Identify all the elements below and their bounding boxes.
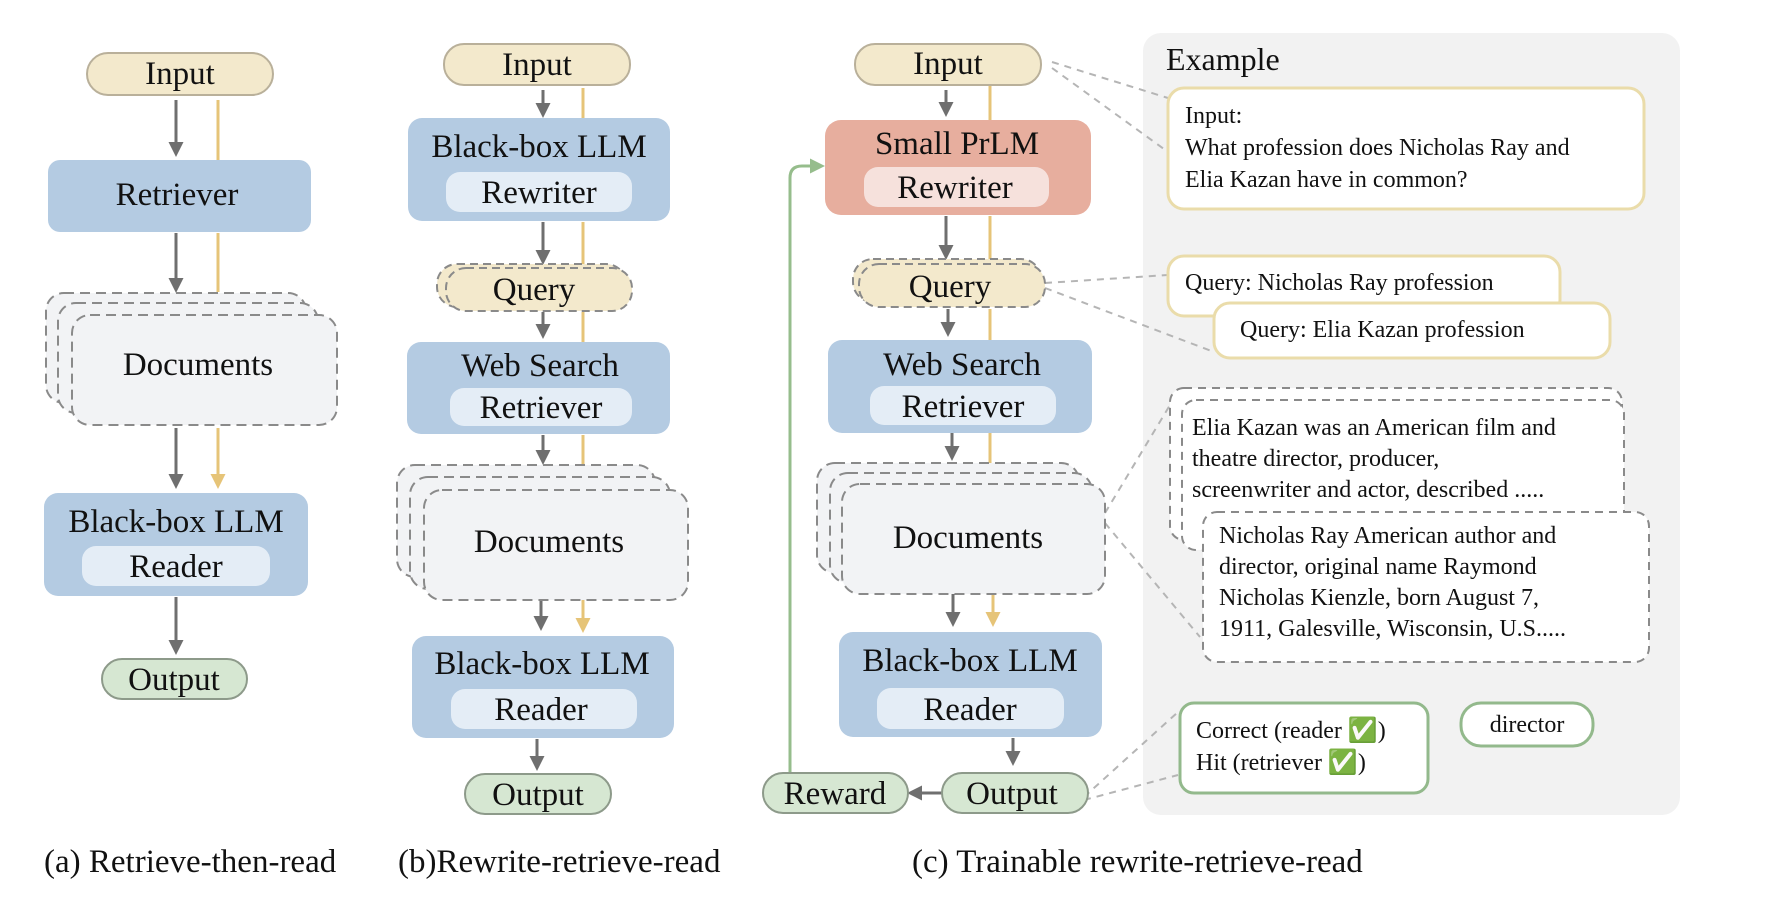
example-query-1: Query: Nicholas Ray profession [1185, 270, 1494, 296]
panel-a: Input Retriever Documents Black-box LLM … [44, 52, 338, 880]
rewriter-title: Black-box LLM [431, 129, 646, 165]
caption-b: (b)Rewrite-retrieve-read [398, 844, 721, 880]
query-label: Query [493, 272, 576, 308]
retriever-inner [870, 386, 1056, 425]
example-doc-2-line-4: 1911, Galesville, Wisconsin, U.S..... [1219, 616, 1566, 642]
example-doc-1-line-1: Elia Kazan was an American film and [1192, 415, 1556, 441]
reader-title: Black-box LLM [68, 504, 283, 540]
example-input-line-2: What profession does Nicholas Ray and [1185, 135, 1570, 161]
output-label: Output [966, 776, 1058, 812]
input-label: Input [502, 47, 572, 83]
example-input-line-1: Input: [1185, 103, 1242, 129]
example-doc-2-line-1: Nicholas Ray American author and [1219, 523, 1556, 549]
input-node [86, 52, 274, 96]
input-node [854, 43, 1042, 86]
example-feedback-box [1178, 701, 1430, 795]
query-node: Query [852, 258, 1046, 308]
arrow-reward-to-rewriter [788, 158, 825, 775]
output-label: Output [492, 777, 584, 813]
retriever-label: Retriever [116, 177, 239, 213]
reader-title: Black-box LLM [862, 643, 1077, 679]
reader-sub: Reader [129, 549, 222, 585]
example-query-2: Query: Elia Kazan profession [1240, 317, 1525, 343]
rewriter-title: Small PrLM [875, 126, 1039, 162]
output-node [941, 772, 1089, 814]
rewriter-inner [864, 167, 1049, 207]
reader-inner [451, 689, 637, 729]
example-feedback-correct: Correct (reader ✅) [1196, 716, 1386, 744]
example-content: Input: What profession does Nicholas Ray… [1166, 86, 1650, 795]
input-label: Input [913, 46, 983, 82]
output-node [464, 773, 612, 815]
documents-label: Documents [893, 520, 1043, 556]
retriever-sub: Retriever [480, 390, 603, 426]
query-label: Query [909, 269, 992, 305]
retriever-title: Web Search [461, 348, 619, 384]
example-doc-2-line-3: Nicholas Kienzle, born August 7, [1219, 585, 1539, 611]
documents-stack: Documents [45, 292, 338, 426]
reward-label: Reward [784, 776, 887, 812]
reader-title: Black-box LLM [434, 646, 649, 682]
retriever-sub: Retriever [902, 389, 1025, 425]
reader-inner [877, 688, 1064, 729]
query-node: Query [436, 263, 633, 312]
input-node [443, 43, 631, 86]
panel-b: Input Black-box LLM Rewriter Query Web S… [396, 43, 721, 880]
reader-sub: Reader [494, 692, 587, 728]
reader-inner [82, 546, 270, 586]
retriever-title: Web Search [883, 347, 1041, 383]
caption-a: (a) Retrieve-then-read [44, 844, 337, 880]
caption-c: (c) Trainable rewrite-retrieve-read [912, 844, 1363, 880]
rewriter-sub: Rewriter [897, 170, 1012, 206]
example-title: Example [1166, 41, 1280, 77]
example-doc-2-box [1202, 511, 1650, 663]
example-connectors [1044, 61, 1215, 801]
output-label: Output [128, 662, 220, 698]
example-input-box [1166, 86, 1646, 211]
example-feedback-hit: Hit (retriever ✅) [1196, 748, 1366, 776]
documents-stack: Documents [396, 464, 689, 601]
documents-label: Documents [474, 524, 624, 560]
retriever-node [48, 160, 311, 232]
example-answer: director [1490, 712, 1565, 738]
example-doc-1-line-3: screenwriter and actor, described ..... [1192, 477, 1544, 503]
example-doc-2-line-2: director, original name Raymond [1219, 554, 1537, 580]
example-query-2-box [1212, 301, 1612, 360]
output-node [101, 658, 248, 700]
example-doc-1-line-2: theatre director, producer, [1192, 446, 1439, 472]
retriever-inner [450, 388, 632, 426]
reader-sub: Reader [923, 692, 1016, 728]
example-answer-box [1459, 701, 1595, 748]
reward-node [762, 772, 909, 814]
panel-c: Input Small PrLM Rewriter Query Web Sear… [762, 43, 1363, 880]
documents-stack: Documents [816, 462, 1106, 595]
rewriter-sub: Rewriter [481, 175, 596, 211]
rewriter-inner [446, 172, 632, 212]
documents-label: Documents [123, 347, 273, 383]
input-label: Input [145, 56, 215, 92]
example-input-line-3: Elia Kazan have in common? [1185, 167, 1468, 193]
